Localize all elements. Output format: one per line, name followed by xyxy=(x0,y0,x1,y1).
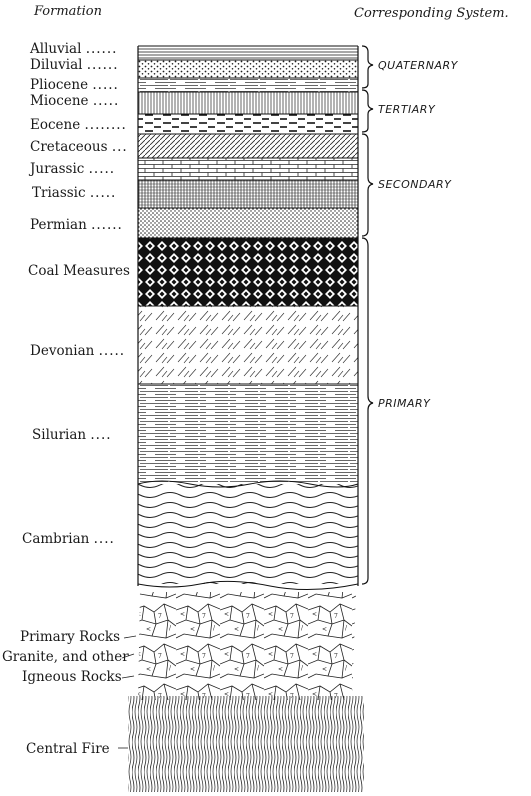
quaternary-brace xyxy=(362,46,373,88)
system-secondary: SECONDARY xyxy=(378,178,451,191)
label-central-fire: Central Fire xyxy=(26,742,110,756)
permian-layer xyxy=(138,208,358,238)
system-braces xyxy=(362,46,373,584)
label-jurassic: Jurassic ..... xyxy=(30,162,115,176)
diluvial-layer xyxy=(138,60,358,78)
jurassic-layer xyxy=(138,158,358,180)
label-coal-measures: Coal Measures xyxy=(28,264,130,278)
label-eocene: Eocene ........ xyxy=(30,118,127,132)
cretaceous-layer xyxy=(138,134,358,158)
label-cambrian: Cambrian .... xyxy=(22,532,115,546)
silurian-layer xyxy=(138,384,358,484)
system-quaternary: QUATERNARY xyxy=(378,59,458,72)
miocene-layer xyxy=(138,92,358,114)
label-triassic: Triassic ..... xyxy=(32,186,116,200)
label-silurian: Silurian .... xyxy=(32,428,112,442)
devonian-layer xyxy=(138,306,358,384)
label-diluvial: Diluvial ...... xyxy=(30,58,119,72)
label-miocene: Miocene ..... xyxy=(30,94,119,108)
secondary-brace xyxy=(362,134,373,236)
pliocene-layer xyxy=(138,78,358,92)
label-devonian: Devonian ..... xyxy=(30,344,125,358)
label-cretaceous: Cretaceous ... xyxy=(30,140,128,154)
label-alluvial: Alluvial ...... xyxy=(30,42,117,56)
label-igneous-rocks: Igneous Rocks xyxy=(22,670,122,684)
granite-layer xyxy=(138,592,356,700)
coal-measures-layer xyxy=(138,238,358,306)
label-granite: Granite, and other xyxy=(2,650,129,664)
system-primary: PRIMARY xyxy=(378,397,430,410)
label-permian: Permian ...... xyxy=(30,218,123,232)
system-tertiary: TERTIARY xyxy=(378,103,435,116)
eocene-layer xyxy=(138,114,358,134)
alluvial-layer xyxy=(138,46,358,60)
label-primary-rocks: Primary Rocks xyxy=(20,630,120,644)
label-pliocene: Pliocene ..... xyxy=(30,78,119,92)
cambrian-layer xyxy=(138,484,358,584)
primary-brace xyxy=(362,238,373,584)
tertiary-brace xyxy=(362,90,373,132)
central-fire-layer xyxy=(128,696,364,792)
